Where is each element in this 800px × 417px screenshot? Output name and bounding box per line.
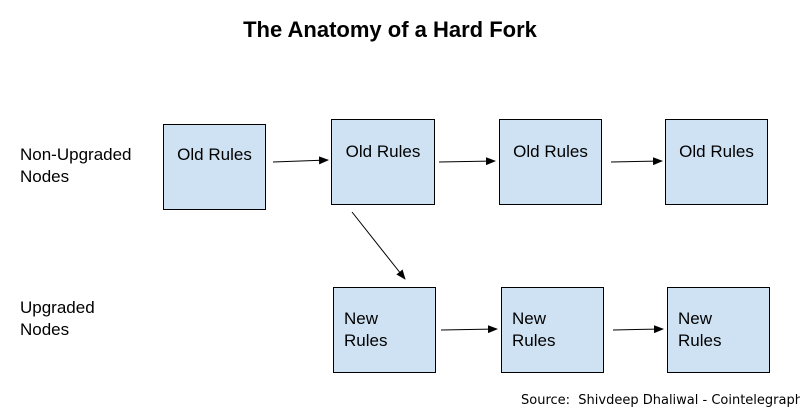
old-rules-block-1: Old Rules [163,124,266,210]
old-rules-block-4: Old Rules [665,119,768,205]
arrow-new-2-to-new-3 [612,325,664,334]
arrow-old-3-to-old-4 [610,157,663,166]
arrow-new-1-to-new-2 [440,325,498,334]
new-rules-block-1: New Rules [333,287,436,373]
row-label-non-upgraded-nodes: Non-Upgraded Nodes [20,145,132,186]
diagram-title: The Anatomy of a Hard Fork [243,17,537,42]
arrow-old-1-to-old-2 [272,156,329,165]
arrow-fork-old-2-to-new-1 [351,211,406,280]
new-rules-block-2: New Rules [501,287,604,373]
old-rules-block-2: Old Rules [331,119,435,205]
old-rules-block-label: Old Rules [513,142,588,161]
row-label-upgraded-nodes: Upgraded Nodes [20,298,95,339]
old-rules-block-label: Old Rules [345,142,421,161]
new-rules-block-3: New Rules [667,287,770,373]
source-credit: Source: Shivdeep Dhaliwal - Cointelegrap… [521,393,800,408]
arrow-old-2-to-old-3 [438,157,496,166]
old-rules-block-label: Old Rules [177,145,252,164]
old-rules-block-3: Old Rules [499,119,602,205]
old-rules-block-label: Old Rules [679,142,754,161]
